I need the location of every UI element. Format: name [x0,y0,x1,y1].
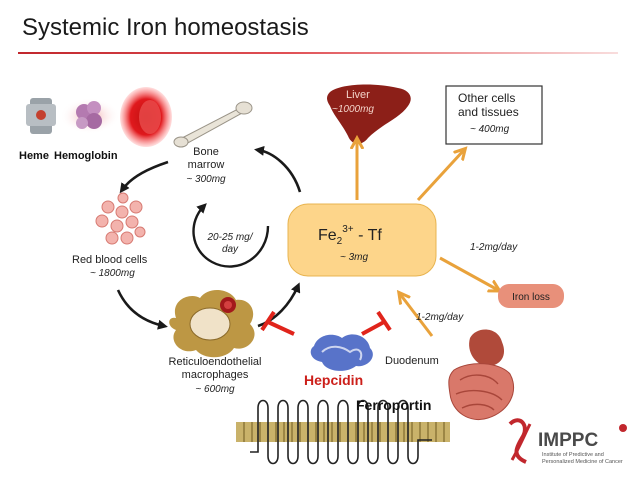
other-cells-box [445,85,543,145]
arrow-bone-marrow-to-rbc [119,160,169,194]
cycle-rate-label: 20-25 mg/ day [207,232,253,255]
duodenum-label: Duodenum [385,355,439,367]
bone-icon [173,101,253,148]
hemoglobin-molecule-icon [60,98,120,134]
tf-amount: ~ 3mg [340,252,369,263]
rbc-amount: ~ 1800mg [90,268,135,279]
heme-molecule-icon [26,98,56,134]
red-blood-cells-cluster-icon [95,192,146,245]
heme-label: Heme [19,150,49,162]
other-cells-amount: ~ 400mg [470,124,510,135]
imppc-logo-icon [508,418,627,464]
recycle-arrow-icon [192,203,270,268]
arrow-macrophages-to-tf [257,282,301,328]
hepcidin-inhibits-macrophages-icon [260,310,295,336]
arrow-tf-to-other-cells [416,150,464,202]
slide-title: Systemic Iron homeostasis [22,14,309,41]
title-underline [18,52,618,54]
arrow-rbc-to-macrophages [116,289,168,330]
ferroportin-label: Ferroportin [356,397,431,413]
red-blood-cell-icon [120,87,172,147]
macrophage-icon [169,289,255,358]
liver-amount: ~1000mg [332,104,374,115]
logo-name: IMPPC [538,430,598,451]
loss-rate-label: 1-2mg/day [470,242,518,253]
iron-loss-label: Iron loss [512,292,550,303]
liver-label: Liver [346,89,370,101]
intestine-icon [448,329,515,420]
hepcidin-inhibits-duodenum-icon [361,310,392,336]
hepcidin-label: Hepcidin [304,372,363,388]
hepcidin-molecule-icon [310,334,373,371]
hemoglobin-label: Hemoglobin [54,150,118,162]
bone-marrow-amount: ~ 300mg [186,174,226,185]
arrow-tf-to-iron-loss [439,256,498,290]
macrophages-amount: ~ 600mg [195,384,235,395]
transferrin-iron-pool [287,203,437,277]
absorption-rate-label: 1-2mg/day [416,312,464,323]
bone-marrow-label: Bone marrow [187,146,225,171]
iron-loss-pill [498,284,564,308]
macrophages-label: Reticuloendothelial macrophages [168,356,262,381]
ferroportin-membrane-icon [236,399,450,465]
arrow-duodenum-to-tf [400,294,434,337]
rbc-label: Red blood cells [72,254,148,266]
tf-label: Fe23+ - Tf [318,224,382,247]
other-cells-label: Other cells and tissues [458,91,519,119]
arrow-tf-to-bone-marrow [254,145,302,193]
logo-subtitle: Institute of Predictive and Personalized… [542,452,623,465]
liver-icon [327,84,411,144]
